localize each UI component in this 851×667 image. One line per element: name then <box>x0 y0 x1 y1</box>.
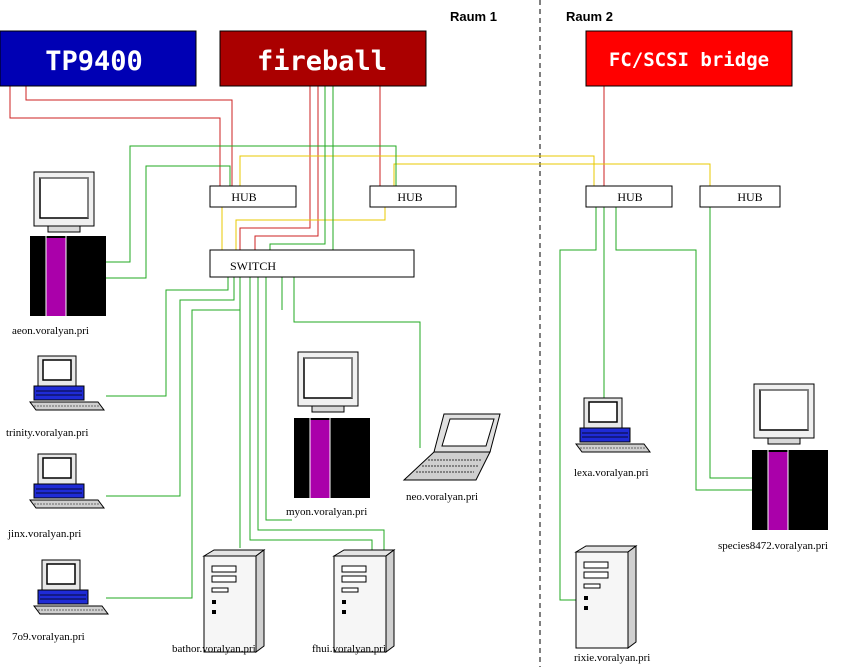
bathor-tower-icon <box>203 549 265 653</box>
host-fhui[interactable]: fhui.voralyan.pri <box>312 549 395 655</box>
species8472-tower-icon <box>751 449 829 531</box>
host-neo[interactable]: neo.voralyan.pri <box>402 413 501 503</box>
host-7o9[interactable]: 7o9.voralyan.pri <box>12 559 109 643</box>
host-fhui-label: fhui.voralyan.pri <box>312 643 386 655</box>
room-2-label: Raum 2 <box>566 9 613 24</box>
species8472-monitor-icon <box>753 383 815 445</box>
hub-4[interactable]: HUB <box>699 185 781 208</box>
host-aeon-label: aeon.voralyan.pri <box>12 325 89 337</box>
host-7o9-label: 7o9.voralyan.pri <box>12 631 85 643</box>
host-lexa-label: lexa.voralyan.pri <box>574 467 649 479</box>
hub-3-label: HUB <box>617 190 642 204</box>
host-neo-label: neo.voralyan.pri <box>406 491 478 503</box>
hub-2[interactable]: HUB <box>369 185 457 208</box>
host-bathor-label: bathor.voralyan.pri <box>172 643 256 655</box>
host-rixie-label: rixie.voralyan.pri <box>574 652 650 664</box>
host-myon[interactable]: myon.voralyan.pri <box>286 351 371 518</box>
myon-tower-icon <box>293 417 371 499</box>
green-links <box>106 86 752 601</box>
server-fireball[interactable]: fireball <box>219 30 427 87</box>
lexa-desktop-icon <box>575 397 651 453</box>
rixie-tower-icon <box>575 545 637 649</box>
trinity-desktop-icon <box>29 355 105 411</box>
hub-3[interactable]: HUB <box>585 185 673 208</box>
host-aeon[interactable]: aeon.voralyan.pri <box>12 171 107 337</box>
hub-1-label: HUB <box>231 190 256 204</box>
7o9-desktop-icon <box>33 559 109 615</box>
server-tp9400-label: TP9400 <box>45 46 143 77</box>
hub-2-label: HUB <box>397 190 422 204</box>
fhui-tower-icon <box>333 549 395 653</box>
host-lexa[interactable]: lexa.voralyan.pri <box>574 397 651 479</box>
myon-monitor-icon <box>297 351 359 413</box>
jinx-desktop-icon <box>29 453 105 509</box>
neo-laptop-icon <box>402 413 501 481</box>
host-bathor[interactable]: bathor.voralyan.pri <box>172 549 265 655</box>
host-jinx[interactable]: jinx.voralyan.pri <box>7 453 105 540</box>
host-jinx-label: jinx.voralyan.pri <box>7 528 81 540</box>
host-rixie[interactable]: rixie.voralyan.pri <box>574 545 650 664</box>
host-myon-label: myon.voralyan.pri <box>286 506 367 518</box>
server-fc-scsi-bridge-label: FC/SCSI bridge <box>609 49 769 71</box>
switch-label: SWITCH <box>230 259 276 273</box>
server-fc-scsi-bridge[interactable]: FC/SCSI bridge <box>585 30 793 87</box>
yellow-links <box>221 155 711 250</box>
switch[interactable]: SWITCH <box>209 249 415 278</box>
aeon-monitor-icon <box>33 171 95 233</box>
host-species8472-label: species8472.voralyan.pri <box>718 540 828 552</box>
host-species8472[interactable]: species8472.voralyan.pri <box>718 383 829 552</box>
hub-1[interactable]: HUB <box>209 185 297 208</box>
host-trinity-label: trinity.voralyan.pri <box>6 427 88 439</box>
hub-4-label: HUB <box>737 190 762 204</box>
host-trinity[interactable]: trinity.voralyan.pri <box>6 355 105 439</box>
server-tp9400[interactable]: TP9400 <box>0 30 197 87</box>
red-links <box>9 86 605 250</box>
room-1-label: Raum 1 <box>450 9 497 24</box>
aeon-tower-icon <box>29 235 107 317</box>
server-fireball-label: fireball <box>257 46 387 77</box>
